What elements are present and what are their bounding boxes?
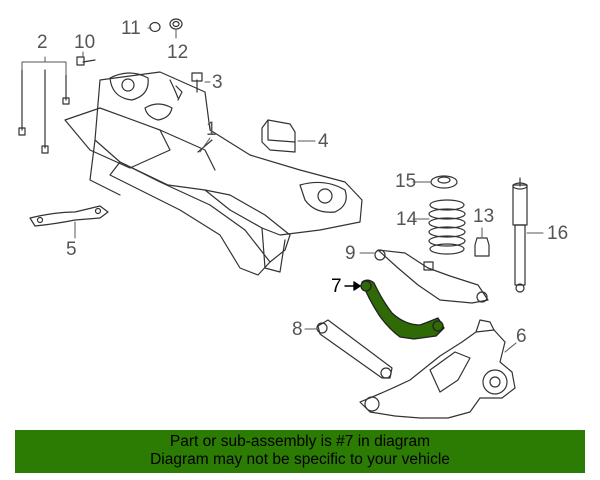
leader-arrow-7: [344, 281, 361, 291]
bolt-part-3: [191, 72, 203, 93]
subframe-crossmember: [64, 71, 363, 276]
info-banner: Part or sub-assembly is #7 in diagram Di…: [15, 430, 585, 473]
knuckle-trailing-arm: [359, 319, 516, 419]
bump-stop: [474, 237, 490, 257]
callout-10: 10: [74, 32, 96, 53]
callout-15: 15: [395, 171, 417, 192]
callout-7: 7: [331, 276, 342, 297]
callout-16: 16: [547, 223, 569, 244]
control-arm-part-7: [360, 279, 445, 340]
bushing-bracket: [261, 119, 296, 153]
coil-spring: [428, 199, 466, 255]
callout-3: 3: [212, 72, 223, 93]
upper-control-arm: [374, 249, 489, 304]
parts-diagram: [18, 18, 544, 419]
callout-1: 1: [206, 119, 217, 140]
callout-13: 13: [473, 206, 495, 227]
bracket-plate: [29, 205, 109, 227]
bolt-group-left: [18, 56, 96, 154]
lower-link: [316, 319, 393, 379]
cap-part-11: [149, 21, 161, 33]
callout-4: 4: [318, 131, 329, 152]
leader-lines: [21, 27, 544, 353]
callout-5: 5: [66, 239, 77, 260]
banner-line-disclaimer: Diagram may not be specific to your vehi…: [150, 451, 450, 468]
nut-part-12: [169, 18, 183, 30]
callout-9: 9: [345, 243, 356, 264]
callout-2: 2: [37, 32, 48, 53]
callout-11: 11: [121, 18, 141, 39]
callout-8: 8: [292, 319, 303, 340]
callout-12: 12: [167, 42, 189, 63]
spring-seat: [430, 175, 458, 189]
callout-6: 6: [516, 326, 527, 347]
banner-line-part-number: Part or sub-assembly is #7 in diagram: [169, 433, 431, 450]
callout-14: 14: [396, 209, 418, 230]
shock-absorber: [512, 177, 528, 293]
